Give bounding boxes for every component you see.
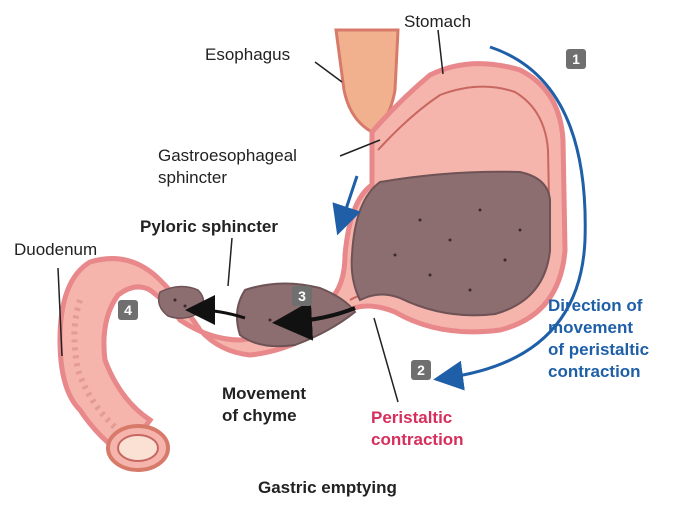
- step-badge-2: 2: [411, 360, 431, 380]
- duodenum-chyme: [159, 286, 204, 318]
- gastroesophageal-label-line2: sphincter: [158, 168, 227, 188]
- direction-label-line2: movement: [548, 318, 633, 338]
- stomach-chyme: [352, 172, 550, 316]
- direction-label-line3: of peristaltic: [548, 340, 649, 360]
- esophagus-leader: [315, 62, 342, 82]
- stomach-leader: [438, 30, 443, 74]
- step-badge-1: 1: [566, 49, 586, 69]
- movement-label-line2: of chyme: [222, 406, 297, 426]
- movement-label-line1: Movement: [222, 384, 306, 404]
- direction-label-line1: Direction of: [548, 296, 642, 316]
- esophagus-label: Esophagus: [205, 45, 290, 65]
- step-badge-4: 4: [118, 300, 138, 320]
- peristaltic-label-line2: contraction: [371, 430, 464, 450]
- direction-label-line4: contraction: [548, 362, 641, 382]
- diagram-caption: Gastric emptying: [258, 478, 397, 498]
- duodenum-label: Duodenum: [14, 240, 97, 260]
- pyloric-leader: [228, 238, 232, 286]
- gastroesophageal-label-line1: Gastroesophageal: [158, 146, 297, 166]
- stomach-label: Stomach: [404, 12, 471, 32]
- peristaltic-label-line1: Peristaltic: [371, 408, 452, 428]
- peristaltic-leader: [374, 318, 398, 402]
- step-badge-3: 3: [292, 286, 312, 306]
- pyloric-sphincter-label: Pyloric sphincter: [140, 217, 278, 237]
